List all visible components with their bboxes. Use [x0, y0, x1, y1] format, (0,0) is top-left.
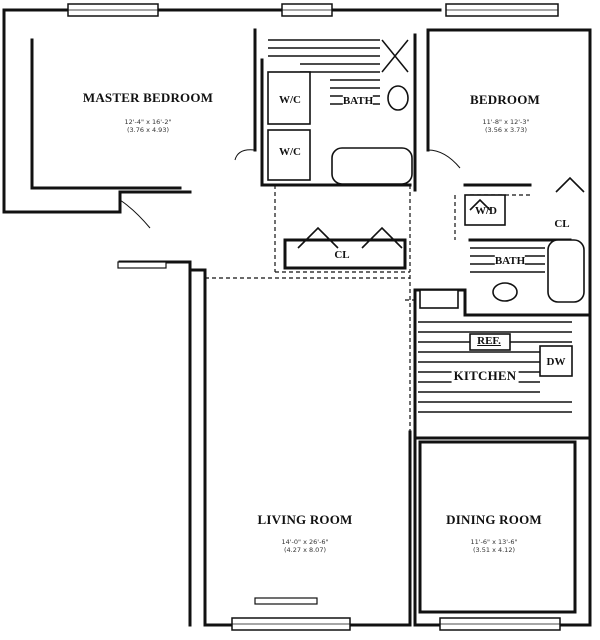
- dining-room-dim-m: (3.51 x 4.12): [472, 546, 515, 554]
- wall-dining-inner: [418, 440, 577, 614]
- dining-room-dim: 11'-6" x 13'-6" (3.51 x 4.12): [470, 538, 517, 554]
- wall-bedroom-bottom: [463, 183, 572, 242]
- bath-second-label: BATH: [494, 255, 526, 267]
- wall-living: [188, 268, 412, 627]
- wall-bath-left: [260, 58, 412, 187]
- wall-master-outer: [2, 8, 192, 214]
- living-room-label: LIVING ROOM: [257, 512, 353, 527]
- washer-dryer-box: [464, 194, 506, 226]
- wall-living-top: [118, 260, 192, 627]
- refrigerator-label: REF.: [477, 335, 501, 347]
- bedroom-dim-m: (3.56 x 3.73): [484, 126, 527, 134]
- dishwasher-label: DW: [546, 356, 566, 368]
- closet-bedroom-label: CL: [554, 218, 570, 230]
- wc-upper-label: W/C: [279, 94, 301, 106]
- toilet-main: [387, 85, 409, 111]
- wc-lower-label: W/C: [279, 146, 301, 158]
- bedroom-dim-ft: 11'-8" x 12'-3": [482, 118, 530, 126]
- toilet-second: [492, 282, 518, 302]
- dining-room-dim-ft: 11'-6" x 13'-6": [470, 538, 518, 546]
- master-bedroom-label: MASTER BEDROOM: [82, 90, 214, 105]
- sink-kitchen: [419, 289, 459, 309]
- bathtub-second: [547, 239, 585, 303]
- living-sill: [254, 597, 318, 605]
- wall-master-inner: [30, 38, 182, 190]
- wall-bedroom: [426, 28, 592, 317]
- dining-room-label: DINING ROOM: [446, 512, 542, 527]
- master-bedroom-dim-m: (3.76 x 4.93): [126, 126, 169, 134]
- master-nightstand: [117, 261, 167, 269]
- closet-hall-label: CL: [334, 249, 350, 261]
- wall-hall-closet: [283, 238, 407, 270]
- living-room-dim-m: (4.27 x 8.07): [283, 546, 326, 554]
- master-bedroom-dim-ft: 12'-4" x 16'-2": [124, 118, 172, 126]
- living-room-dim: 14'-0" x 26'-6" (4.27 x 8.07): [281, 538, 328, 554]
- washer-dryer-label: W/D: [475, 205, 497, 217]
- kitchen-label: KITCHEN: [451, 368, 519, 384]
- bedroom-dim: 11'-8" x 12'-3" (3.56 x 3.73): [482, 118, 529, 134]
- bath-main-label: BATH: [342, 95, 374, 107]
- bathtub-main: [331, 147, 413, 185]
- master-bedroom-dim: 12'-4" x 16'-2" (3.76 x 4.93): [124, 118, 171, 134]
- living-room-dim-ft: 14'-0" x 26'-6": [281, 538, 329, 546]
- bedroom-label: BEDROOM: [469, 92, 541, 107]
